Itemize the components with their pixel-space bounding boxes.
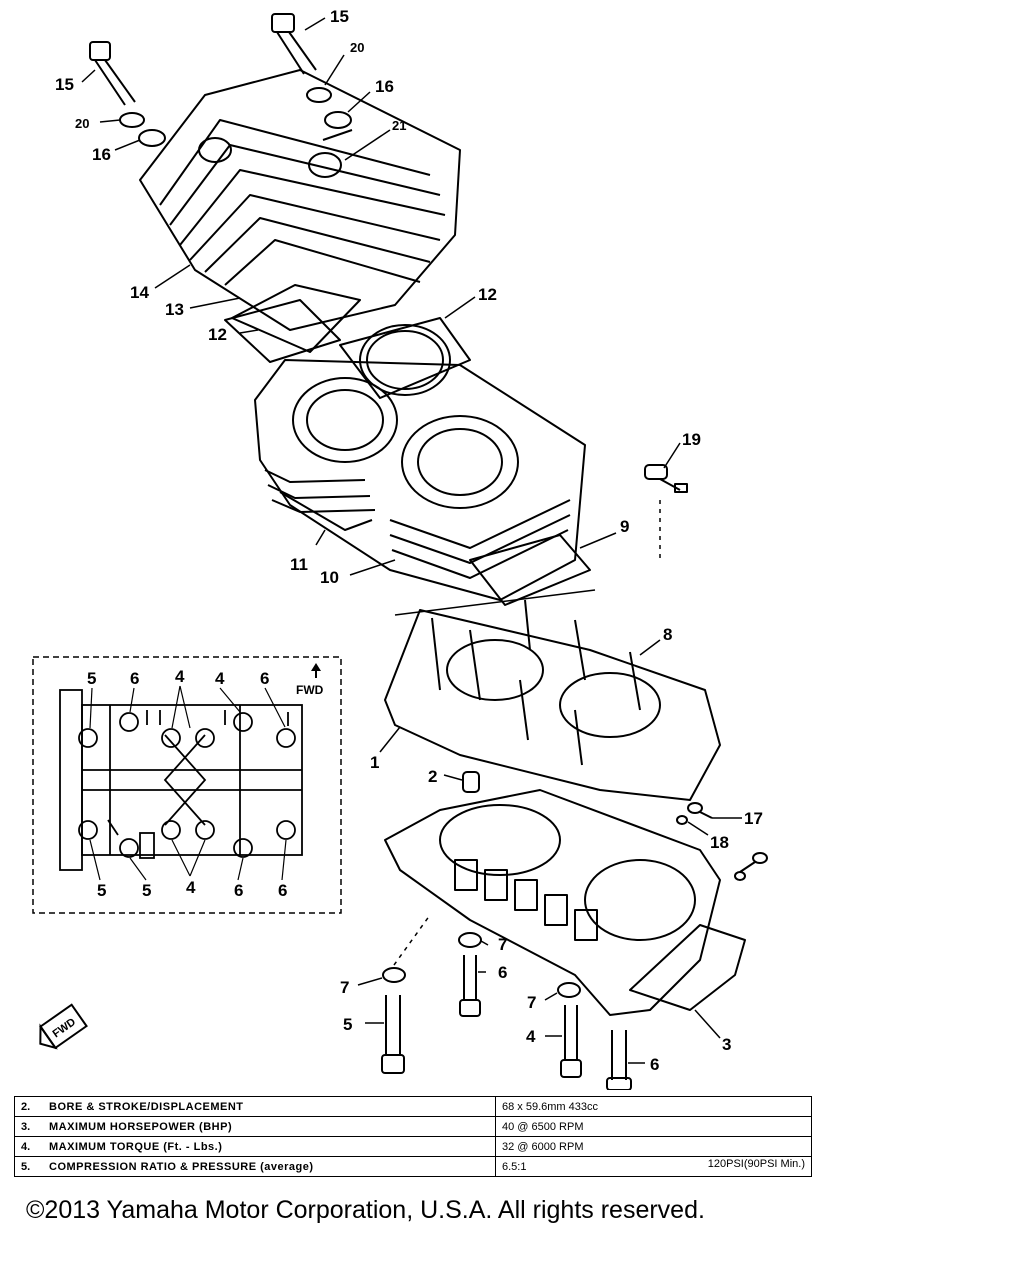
- callout-9: 9: [620, 517, 629, 536]
- inset-fwd-label: FWD: [296, 683, 324, 697]
- bolt-tightening-inset: 5 6 4 4 6 5 5 4 6 6: [32, 656, 342, 914]
- spec-value-extra: 120PSI(90PSI Min.): [707, 1158, 805, 1170]
- oil-fitting: [644, 464, 688, 560]
- lower-crankcase: [384, 789, 746, 1016]
- washer-7-a: [382, 967, 406, 983]
- callout-16-right: 16: [375, 77, 394, 96]
- bolt-6-mid: [459, 955, 481, 1017]
- washer-20-left: [119, 112, 145, 128]
- spec-value-text: 6.5:1: [502, 1160, 527, 1173]
- callout-13: 13: [165, 300, 184, 319]
- spec-label: COMPRESSION RATIO & PRESSURE (average): [43, 1156, 496, 1177]
- engine-exploded-diagram: 15 20 16 15 20 16 21 14 13 12 12 19 9 11…: [32, 7, 768, 1090]
- callout-8: 8: [663, 625, 672, 644]
- spec-label: MAXIMUM HORSEPOWER (BHP): [43, 1116, 496, 1137]
- callout-2: 2: [428, 767, 437, 786]
- spec-value: 6.5:1 120PSI(90PSI Min.): [495, 1156, 812, 1177]
- inset-top-4b: 4: [215, 669, 225, 688]
- callout-10: 10: [320, 568, 339, 587]
- callout-3: 3: [722, 1035, 731, 1054]
- dowel-pin: [462, 771, 480, 793]
- spec-num: 4.: [14, 1136, 43, 1157]
- callout-7-mid: 7: [498, 935, 507, 954]
- callout-19: 19: [682, 430, 701, 449]
- callout-15-right: 15: [330, 7, 349, 26]
- cylinder-head: [139, 69, 461, 331]
- washer-7-b: [458, 932, 482, 948]
- inset-top-5: 5: [87, 669, 96, 688]
- crankcase-bolt-17: [687, 802, 713, 819]
- table-row: 4. MAXIMUM TORQUE (Ft. - Lbs.) 32 @ 6000…: [14, 1136, 812, 1157]
- crankcase-bolt-17b: [734, 852, 768, 881]
- table-row: 2. BORE & STROKE/DISPLACEMENT 68 x 59.6m…: [14, 1096, 812, 1117]
- spec-label: BORE & STROKE/DISPLACEMENT: [43, 1096, 496, 1117]
- fwd-badge-label: FWD: [51, 1016, 78, 1040]
- fwd-arrow-icon: [311, 663, 321, 678]
- callout-17: 17: [744, 809, 763, 828]
- callout-7-left: 7: [340, 978, 349, 997]
- fwd-direction-badge: FWD: [39, 1003, 88, 1050]
- cylinder-base-gasket: [469, 534, 591, 606]
- spec-num: 3.: [14, 1116, 43, 1137]
- callout-5: 5: [343, 1015, 352, 1034]
- inset-top-6b: 6: [260, 669, 269, 688]
- bolt-4: [560, 1005, 582, 1078]
- bolt-6-right: [606, 1030, 632, 1090]
- bolt-5: [381, 995, 405, 1074]
- inset-bottom-5a: 5: [97, 881, 106, 900]
- callout-15-left: 15: [55, 75, 74, 94]
- callout-20-right: 20: [350, 40, 364, 55]
- head-bolt-left: [89, 41, 136, 106]
- inset-bottom-6b: 6: [278, 881, 287, 900]
- washer-7-c: [557, 982, 581, 998]
- callout-1: 1: [370, 753, 379, 772]
- callout-12-left: 12: [208, 325, 227, 344]
- callout-18: 18: [710, 833, 729, 852]
- cylinder-block: [254, 359, 586, 601]
- spec-num: 5.: [14, 1156, 43, 1177]
- callout-6-right: 6: [650, 1055, 659, 1074]
- table-row: 5. COMPRESSION RATIO & PRESSURE (average…: [14, 1156, 812, 1177]
- inset-bottom-4: 4: [186, 878, 196, 897]
- spec-value-text: 32 @ 6000 RPM: [502, 1140, 584, 1153]
- cylinder-gasket-left: [224, 299, 341, 363]
- head-gasket: [231, 284, 361, 353]
- spec-num: 2.: [14, 1096, 43, 1117]
- washer-20-right: [306, 87, 332, 103]
- inset-top-4a: 4: [175, 667, 185, 686]
- callout-7-right: 7: [527, 993, 536, 1012]
- spec-value: 68 x 59.6mm 433cc: [495, 1096, 812, 1117]
- spec-value-text: 68 x 59.6mm 433cc: [502, 1100, 598, 1113]
- copyright-notice: ©2013 Yamaha Motor Corporation, U.S.A. A…: [26, 1196, 705, 1224]
- callout-6-mid: 6: [498, 963, 507, 982]
- spec-value: 32 @ 6000 RPM: [495, 1136, 812, 1157]
- inset-top-6a: 6: [130, 669, 139, 688]
- callout-4: 4: [526, 1027, 536, 1046]
- upper-crankcase: [384, 589, 721, 801]
- cylinder-gasket-right: [339, 317, 471, 399]
- callout-20-left: 20: [75, 116, 89, 131]
- callout-14: 14: [130, 283, 149, 302]
- washer-16-right: [324, 111, 352, 129]
- callout-12-right: 12: [478, 285, 497, 304]
- engine-spec-table: 2. BORE & STROKE/DISPLACEMENT 68 x 59.6m…: [14, 1096, 812, 1177]
- inset-bottom-5b: 5: [142, 881, 151, 900]
- spec-value: 40 @ 6500 RPM: [495, 1116, 812, 1137]
- table-row: 3. MAXIMUM HORSEPOWER (BHP) 40 @ 6500 RP…: [14, 1116, 812, 1137]
- head-bolt-right: [271, 13, 317, 75]
- inset-bottom-6a: 6: [234, 881, 243, 900]
- callout-11: 11: [290, 555, 308, 574]
- callout-16-left: 16: [92, 145, 111, 164]
- washer-16-left: [138, 129, 166, 147]
- spec-label: MAXIMUM TORQUE (Ft. - Lbs.): [43, 1136, 496, 1157]
- washer-18: [676, 815, 688, 825]
- callout-21: 21: [392, 118, 406, 133]
- spec-value-text: 40 @ 6500 RPM: [502, 1120, 584, 1133]
